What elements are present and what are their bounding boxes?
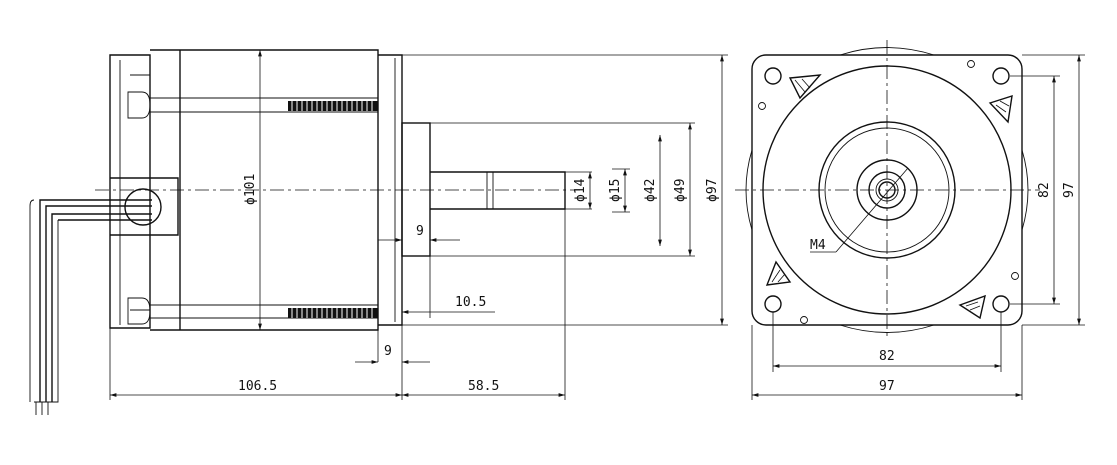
dia-flange-inner-label: ϕ49 <box>673 179 688 202</box>
dim-9-bottom-label: 9 <box>384 344 392 359</box>
corner-mark-bl <box>765 260 792 286</box>
corner-mark-tl <box>788 74 822 100</box>
screw-1 <box>967 60 975 68</box>
thread-hatch-top <box>288 101 378 111</box>
front-view: M4 82 97 82 97 <box>735 40 1085 400</box>
mount-hole-br <box>992 295 1010 313</box>
thread-label: M4 <box>810 238 826 253</box>
bolt-pitch-v-label: 82 <box>1037 182 1052 198</box>
axial-dimensions <box>109 209 566 400</box>
dia-shaft-step-label: ϕ15 <box>608 179 623 202</box>
thread-leader <box>835 167 909 253</box>
dia-body-label: ϕ101 <box>243 174 258 205</box>
corner-mark-br <box>958 294 986 320</box>
rear-cap-inner <box>119 60 150 325</box>
rear-end-cap <box>109 54 151 329</box>
corner-mark-tr <box>988 94 1013 124</box>
dia-pilot-label: ϕ42 <box>643 179 658 202</box>
tie-rod-top <box>150 97 378 113</box>
thread-hatch-bottom <box>288 308 378 318</box>
mount-hole-tr <box>992 67 1010 85</box>
mount-hole-bl <box>764 295 782 313</box>
rod-boss-bottom <box>127 297 151 325</box>
pilot-boss <box>401 122 431 257</box>
screw-3 <box>1011 272 1019 280</box>
mount-hole-tl <box>764 67 782 85</box>
shaft-key-flat <box>486 171 566 210</box>
cable <box>39 199 152 402</box>
side-view: ϕ14 ϕ15 ϕ42 ϕ49 ϕ97 ϕ101 9 10.5 9 106.5 … <box>29 49 728 415</box>
cable-entry <box>124 188 162 226</box>
height-label: 97 <box>1062 182 1077 198</box>
screw-4 <box>800 316 808 324</box>
width-label: 97 <box>879 379 895 394</box>
rod-boss-top <box>127 91 151 119</box>
shaft <box>430 171 566 210</box>
cable-gland <box>110 177 179 236</box>
screw-2 <box>758 102 766 110</box>
dim-9-top-label: 9 <box>416 224 424 239</box>
dim-body-length-label: 106.5 <box>238 379 277 394</box>
dia-flange-label: ϕ97 <box>705 179 720 202</box>
dia-shaft-label: ϕ14 <box>573 178 588 202</box>
dim-10-5-label: 10.5 <box>455 295 486 310</box>
dim-shaft-length-label: 58.5 <box>468 379 499 394</box>
front-dimensions <box>751 54 1085 400</box>
bolt-pitch-h-label: 82 <box>879 349 895 364</box>
